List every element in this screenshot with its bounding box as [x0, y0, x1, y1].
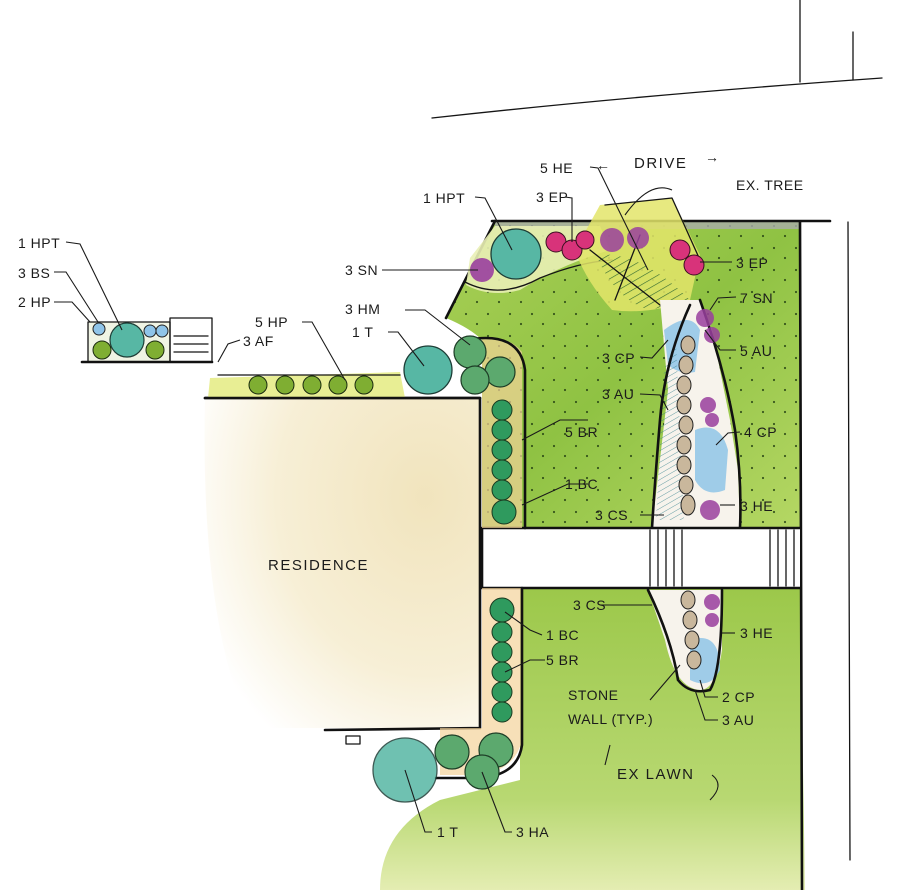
label-1hpt-upper: 1 HPT	[423, 190, 465, 206]
label-left-1hpt: 1 HPT	[18, 235, 60, 251]
upper-bed-plants	[470, 227, 705, 282]
label-2cp: 2 CP	[722, 689, 755, 705]
label-7sn: 7 SN	[740, 290, 773, 306]
label-3ep-upper: 3 EP	[536, 189, 568, 205]
label-3au-upper: 3 AU	[602, 386, 634, 402]
label-5br-upper: 5 BR	[565, 424, 598, 440]
label-left-2hp: 2 HP	[18, 294, 51, 310]
leader-lines	[54, 166, 741, 833]
label-3he-lower: 3 HE	[740, 625, 773, 641]
label-5hp: 5 HP	[255, 314, 288, 330]
area-labels: RESIDENCE ← DRIVE → EX. TREE STONE WALL …	[268, 149, 804, 783]
existing-tree	[575, 197, 701, 312]
corner-plants	[403, 335, 516, 395]
label-1t-upper: 1 T	[352, 324, 373, 340]
label-3cs-lower: 3 CS	[573, 597, 606, 613]
left-planter	[80, 317, 214, 364]
label-1t-bottom: 1 T	[437, 824, 458, 840]
front-bed	[203, 372, 482, 400]
label-3he-upper: 3 HE	[740, 498, 773, 514]
label-1bc-upper: 1 BC	[565, 476, 598, 492]
label-3cp: 3 CP	[602, 350, 635, 366]
label-3sn: 3 SN	[345, 262, 378, 278]
drive-arrow-left: ←	[596, 157, 611, 173]
label-5he: 5 HE	[540, 160, 573, 176]
label-5au: 5 AU	[740, 343, 772, 359]
stone-wall-bed-upper	[650, 298, 742, 530]
label-3af: 3 AF	[243, 333, 274, 349]
label-left-3bs: 3 BS	[18, 265, 50, 281]
walkway	[480, 526, 802, 590]
ex-lawn-label: EX LAWN	[617, 766, 694, 783]
label-5br-lower: 5 BR	[546, 652, 579, 668]
drive-label: DRIVE	[634, 155, 687, 172]
stone-wall-label-1: STONE	[568, 687, 618, 703]
stepping-stones-upper	[676, 335, 696, 516]
label-3ep-right: 3 EP	[736, 255, 768, 271]
label-3cs-upper: 3 CS	[595, 507, 628, 523]
stone-wall-bed-lower	[646, 588, 724, 693]
drive-arrow-right: →	[705, 149, 720, 165]
side-bed-lower	[434, 586, 524, 780]
label-3au-lower: 3 AU	[722, 712, 754, 728]
label-3ha: 3 HA	[516, 824, 549, 840]
street-lines	[431, 0, 883, 119]
purple-shrubs-upper	[696, 309, 720, 520]
stone-wall-label-2: WALL (TYP.)	[568, 711, 653, 727]
label-1bc-lower: 1 BC	[546, 627, 579, 643]
label-4cp: 4 CP	[744, 424, 777, 440]
label-3hm: 3 HM	[345, 301, 380, 317]
residence-label: RESIDENCE	[268, 557, 369, 574]
plant-labels: 1 HPT 3 BS 2 HP 3 AF 5 HP 3 HM 1 T 1 HPT…	[18, 160, 777, 840]
ex-tree-label: EX. TREE	[736, 177, 804, 193]
